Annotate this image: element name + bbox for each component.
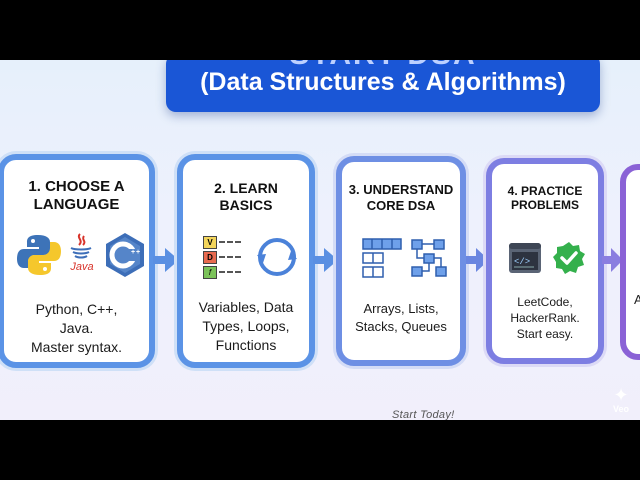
arrow-right-icon bbox=[466, 248, 489, 272]
watermark-label: Veo bbox=[612, 404, 629, 414]
step-1-icons: Java + + bbox=[4, 232, 149, 282]
step-2-desc-line2: Types, Loops, bbox=[202, 317, 290, 334]
step-2-icons: V D f bbox=[183, 232, 309, 282]
letterbox-top bbox=[0, 0, 640, 60]
step-1-title-line1: 1. CHOOSE A bbox=[28, 178, 125, 195]
step-2-desc-line3: Functions bbox=[215, 336, 277, 353]
code-window-icon: </> bbox=[509, 243, 541, 273]
step-card-2: 2. LEARN BASICS V D f Variables, Da bbox=[177, 154, 315, 368]
infographic-frame: START DSA (Data Structures & Algorithms)… bbox=[0, 60, 640, 420]
python-logo-icon bbox=[17, 235, 61, 275]
step-3-title: 3. UNDERSTAND CORE DSA bbox=[342, 182, 460, 213]
page-title: (Data Structures & Algorithms) bbox=[200, 68, 566, 96]
step-4-desc-line1: LeetCode, bbox=[517, 295, 573, 309]
step-4-title: 4. PRACTICE PROBLEMS bbox=[492, 184, 598, 213]
step-3-desc-line2: Stacks, Queues bbox=[355, 318, 447, 334]
title-banner: START DSA (Data Structures & Algorithms) bbox=[166, 60, 600, 112]
tile-v: V bbox=[203, 236, 217, 249]
step-2-title-line2: BASICS bbox=[219, 196, 273, 213]
java-logo-label: Java bbox=[70, 261, 94, 273]
arrow-right-icon bbox=[313, 248, 338, 272]
step-card-4: 4. PRACTICE PROBLEMS </> LeetCode, Hacke… bbox=[486, 158, 604, 364]
cplusplus-logo-icon: + + bbox=[106, 233, 144, 277]
refresh-cycle-icon bbox=[257, 238, 297, 276]
step-1-title: 1. CHOOSE A LANGUAGE bbox=[4, 178, 149, 214]
step-4-icons: </> bbox=[492, 236, 598, 286]
title-top-partial: START DSA bbox=[166, 60, 600, 72]
svg-text:+: + bbox=[136, 249, 140, 256]
watermark: ✦ Veo bbox=[608, 386, 634, 414]
svg-text:</>: </> bbox=[514, 257, 530, 267]
step-1-desc-line2: Java. bbox=[59, 319, 94, 336]
step-4-title-line1: 4. PRACTICE bbox=[507, 184, 583, 198]
step-3-icons bbox=[342, 234, 460, 284]
step-2-description: Variables, Data Types, Loops, Functions bbox=[183, 298, 309, 355]
step-card-5: A bbox=[620, 164, 640, 360]
check-badge-icon bbox=[553, 242, 585, 274]
step-card-3: 3. UNDERSTAND CORE DSA bbox=[336, 156, 466, 366]
step-4-title-line2: PROBLEMS bbox=[510, 198, 579, 213]
letterbox-bottom bbox=[0, 420, 640, 480]
sparkle-icon: ✦ bbox=[613, 385, 629, 405]
footer-tagline: Start Today! bbox=[392, 409, 455, 420]
step-1-title-line2: LANGUAGE bbox=[33, 196, 120, 213]
step-3-title-line2: CORE DSA bbox=[366, 197, 436, 213]
arrow-right-icon bbox=[602, 248, 623, 272]
step-3-title-line1: 3. UNDERSTAND bbox=[348, 182, 454, 197]
tile-d: D bbox=[203, 251, 217, 264]
step-4-desc-line2: HackerRank. bbox=[510, 311, 580, 326]
svg-text:+: + bbox=[131, 249, 135, 256]
step-2-title: 2. LEARN BASICS bbox=[183, 180, 309, 214]
step-3-description: Arrays, Lists, Stacks, Queues bbox=[342, 300, 460, 335]
checklist-icon: V D f bbox=[203, 236, 245, 279]
step-1-description: Python, C++, Java. Master syntax. bbox=[4, 300, 149, 357]
step-1-desc-line1: Python, C++, bbox=[35, 301, 118, 317]
step-card-1: 1. CHOOSE A LANGUAGE Java bbox=[0, 154, 155, 368]
step-2-title-line1: 2. LEARN bbox=[214, 180, 278, 196]
step-1-desc-line3: Master syntax. bbox=[30, 338, 123, 355]
arrow-right-icon bbox=[153, 248, 179, 272]
step-4-desc-line3: Start easy. bbox=[516, 327, 574, 342]
java-logo-icon bbox=[70, 233, 92, 259]
step-2-desc-line1: Variables, Data bbox=[198, 299, 294, 315]
tree-diagram-icon bbox=[411, 239, 447, 277]
step-3-desc-line1: Arrays, Lists, bbox=[363, 301, 439, 316]
array-grid-icon bbox=[362, 238, 402, 278]
tile-f: f bbox=[203, 266, 217, 279]
step-4-description: LeetCode, HackerRank. Start easy. bbox=[492, 294, 598, 343]
step-5-partial-text: A bbox=[634, 292, 640, 307]
